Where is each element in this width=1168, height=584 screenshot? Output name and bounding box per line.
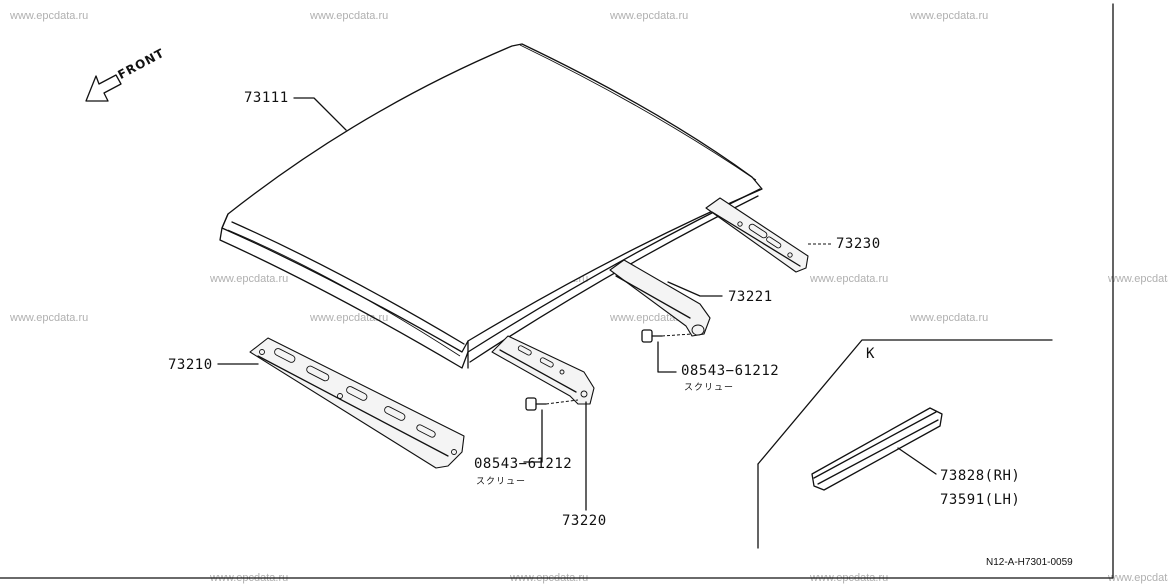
rear-roof-rail — [705, 197, 809, 273]
watermark: www.epcdata.ru — [210, 273, 289, 285]
watermark: www.epcdata.ru — [310, 10, 389, 22]
leader-line — [293, 97, 347, 131]
part-number-screw: 08543−61212 — [474, 456, 573, 472]
part-name-screw: スクリュー — [476, 477, 527, 487]
part-number-front-bow: 73220 — [562, 513, 607, 529]
watermark: www.epcdata.ru — [910, 312, 989, 324]
part-number-screw: 08543−61212 — [681, 363, 780, 379]
watermark: www.epcdata.ru — [810, 273, 889, 285]
screw-icon — [525, 397, 579, 411]
part-number-molding-rh: 73828(RH) — [940, 468, 1021, 484]
part-number-roof-panel: 73111 — [244, 90, 289, 106]
part-number-rear-rail: 73230 — [836, 236, 881, 252]
watermark: www.epcdata.ru — [10, 312, 89, 324]
front-header-rail — [249, 337, 465, 469]
leader-line — [657, 341, 677, 373]
part-name-screw: スクリュー — [684, 383, 735, 393]
section-k-boundary — [757, 339, 1053, 465]
part-number-front-rail: 73210 — [168, 357, 213, 373]
part-number-center-bow: 73221 — [728, 289, 773, 305]
watermark: www.epcdata.ru — [610, 312, 689, 324]
watermark: www.epcdata.ru — [610, 10, 689, 22]
leader-line — [667, 281, 723, 297]
part-number-molding-lh: 73591(LH) — [940, 492, 1021, 508]
watermark: www.epcdata.ru — [10, 10, 89, 22]
center-roof-bow — [609, 259, 711, 337]
watermark: www.epcdata.ru — [1108, 273, 1168, 285]
leader-line — [897, 447, 937, 475]
roof-drip-molding — [811, 407, 943, 491]
screw-icon — [641, 329, 693, 343]
front-roof-bow — [491, 335, 595, 405]
watermark: www.epcdata.ru — [910, 10, 989, 22]
diagram-code: N12-A-H7301-0059 — [986, 557, 1073, 568]
section-letter: K — [866, 346, 875, 362]
leader-line — [523, 409, 543, 463]
watermark: www.epcdata.ru — [1108, 572, 1168, 584]
front-arrow-icon — [85, 74, 122, 102]
